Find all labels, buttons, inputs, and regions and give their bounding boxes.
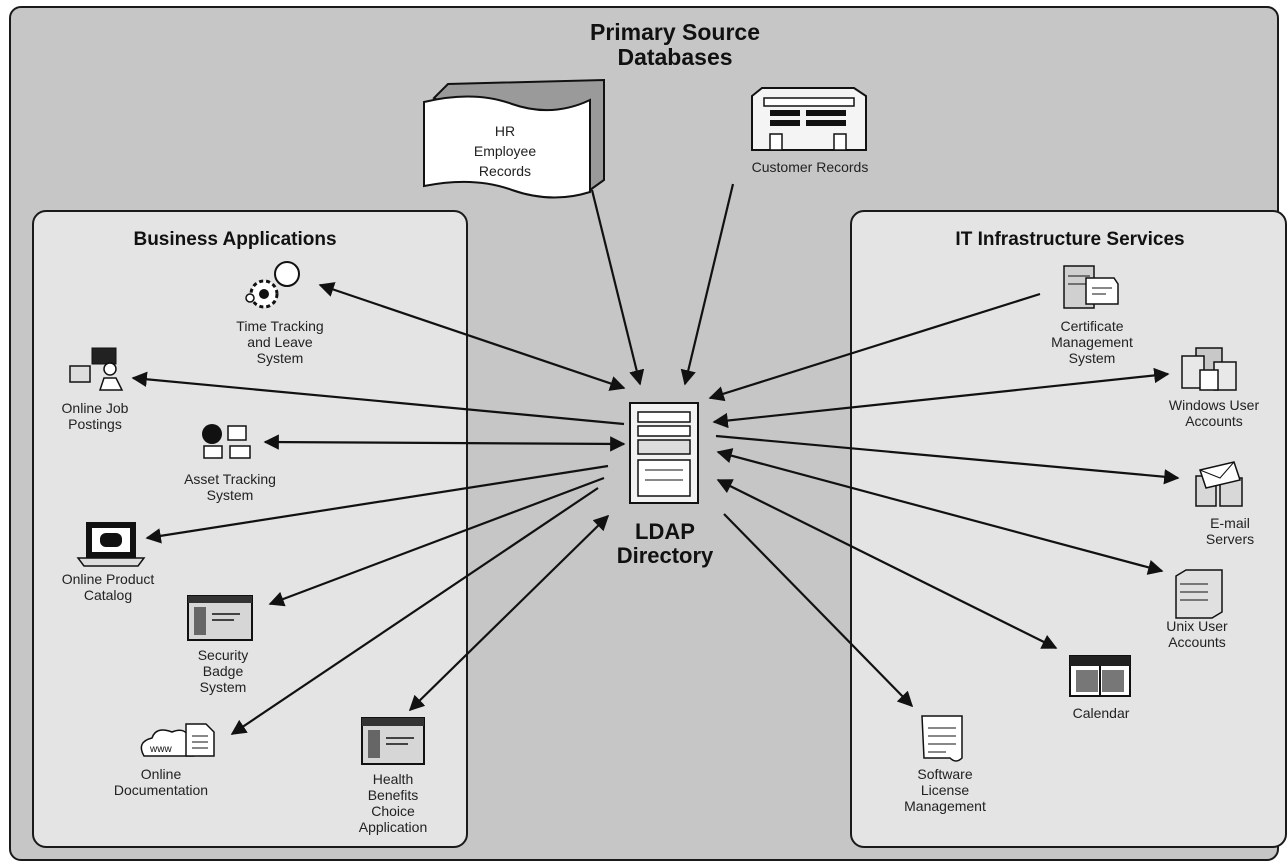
- connector-time-tracking: [318, 282, 626, 391]
- connector-health-benefits: [408, 514, 610, 712]
- security-badge-label-line3: System: [199, 679, 247, 695]
- time-tracking-label-line3: System: [256, 350, 304, 366]
- ldap-directory-label: LDAP Directory: [585, 520, 745, 568]
- mail-server-icon: [1195, 461, 1243, 507]
- app-window-icon: [187, 595, 253, 641]
- online-product-catalog-label-line1: Online Product: [61, 571, 155, 587]
- server-cluster-icon: [1181, 347, 1237, 391]
- hr-records-label: HR Employee Records: [450, 121, 560, 181]
- svg-text:www: www: [149, 744, 172, 755]
- software-license-label-line1: Software: [917, 766, 973, 782]
- email-servers-label-line2: Servers: [1205, 531, 1255, 547]
- health-benefits-label-line2: Benefits: [367, 787, 419, 803]
- connector-asset-tracking: [263, 434, 626, 452]
- health-benefits-label-line4: Application: [358, 819, 428, 835]
- connector-hr: [590, 189, 645, 386]
- online-job-postings-label: Online Job Postings: [40, 400, 150, 432]
- hr-records-label-line1: HR: [494, 123, 516, 139]
- connector-software-license: [723, 513, 914, 708]
- ledger-icon: [751, 87, 867, 151]
- hr-records-label-line2: Employee: [473, 143, 537, 159]
- asset-network-icon: [202, 424, 251, 459]
- ldap-directory-label-line2: Directory: [616, 543, 714, 568]
- connector-email: [715, 434, 1180, 485]
- time-tracking-label-line1: Time Tracking: [236, 318, 324, 334]
- asset-tracking-label: Asset Tracking System: [155, 471, 305, 503]
- unix-user-accounts-label: Unix User Accounts: [1142, 618, 1252, 650]
- health-benefits-label: Health Benefits Choice Application: [348, 771, 438, 835]
- connector-security-badge: [268, 476, 605, 607]
- connections: [131, 183, 1180, 735]
- business-applications-title: Business Applications: [133, 229, 337, 250]
- certificate-management-label: Certificate Management System: [1022, 318, 1162, 366]
- time-tracking-label-line2: and Leave: [247, 334, 313, 350]
- certificate-server-icon: [1063, 265, 1119, 309]
- email-servers-label: E-mail Servers: [1180, 515, 1280, 547]
- windows-user-accounts-label-line1: Windows User: [1168, 397, 1260, 413]
- certificate-management-label-line3: System: [1068, 350, 1116, 366]
- windows-user-accounts-label: Windows User Accounts: [1144, 397, 1284, 429]
- calendar-label-line1: Calendar: [1072, 705, 1130, 721]
- health-benefits-label-line1: Health: [372, 771, 414, 787]
- time-tracking-label: Time Tracking and Leave System: [205, 318, 355, 366]
- gear-thought-icon: [245, 261, 300, 309]
- calendar-label: Calendar: [1046, 705, 1156, 721]
- customer-records-label: Customer Records: [751, 159, 869, 175]
- server-tower-icon: [629, 402, 699, 504]
- security-badge-label: Security Badge System: [178, 647, 268, 695]
- certificate-management-label-line1: Certificate: [1060, 318, 1124, 334]
- it-infrastructure-title: IT Infrastructure Services: [955, 229, 1185, 250]
- online-product-catalog-label: Online Product Catalog: [38, 571, 178, 603]
- primary-source-title-line1: Primary Source: [589, 19, 761, 45]
- laptop-icon: [76, 522, 146, 567]
- software-license-label-line2: License: [920, 782, 970, 798]
- asset-tracking-label-line2: System: [206, 487, 254, 503]
- primary-source-title-line2: Databases: [617, 44, 733, 70]
- person-workstation-icon: [69, 347, 124, 391]
- connector-windows: [712, 367, 1170, 429]
- web-document-icon: www: [140, 723, 215, 757]
- connector-certificate: [708, 292, 1041, 402]
- security-badge-label-line2: Badge: [202, 663, 244, 679]
- online-documentation-label: Online Documentation: [100, 766, 222, 798]
- certificate-management-label-line2: Management: [1051, 334, 1133, 350]
- connector-online-job: [131, 371, 625, 426]
- connector-calendar: [716, 479, 1058, 649]
- calendar-icon: [1069, 655, 1131, 697]
- connector-online-docs: [230, 487, 599, 735]
- primary-source-title: Primary Source Databases: [540, 20, 810, 70]
- connector-customer: [680, 183, 735, 386]
- app-window-icon: [361, 717, 425, 765]
- connector-product-catalog: [145, 464, 609, 544]
- online-job-postings-label-line2: Postings: [68, 416, 122, 432]
- asset-tracking-label-line1: Asset Tracking: [184, 471, 276, 487]
- online-product-catalog-label-line2: Catalog: [83, 587, 133, 603]
- software-license-label: Software License Management: [880, 766, 1010, 814]
- unix-user-accounts-label-line1: Unix User: [1166, 618, 1228, 634]
- online-documentation-label-line2: Documentation: [113, 782, 209, 798]
- windows-user-accounts-label-line2: Accounts: [1185, 413, 1243, 429]
- ldap-directory-label-line1: LDAP: [635, 519, 695, 544]
- security-badge-label-line1: Security: [197, 647, 249, 663]
- email-servers-label-line1: E-mail: [1210, 515, 1250, 531]
- hr-records-label-line3: Records: [478, 163, 532, 179]
- online-job-postings-label-line1: Online Job: [61, 400, 129, 416]
- health-benefits-label-line3: Choice: [371, 803, 415, 819]
- online-documentation-label-line1: Online: [140, 766, 182, 782]
- license-scroll-icon: [921, 715, 963, 762]
- software-license-label-line3: Management: [904, 798, 986, 814]
- server-icon: [1175, 569, 1223, 619]
- unix-user-accounts-label-line2: Accounts: [1168, 634, 1226, 650]
- document-icon: [423, 78, 605, 199]
